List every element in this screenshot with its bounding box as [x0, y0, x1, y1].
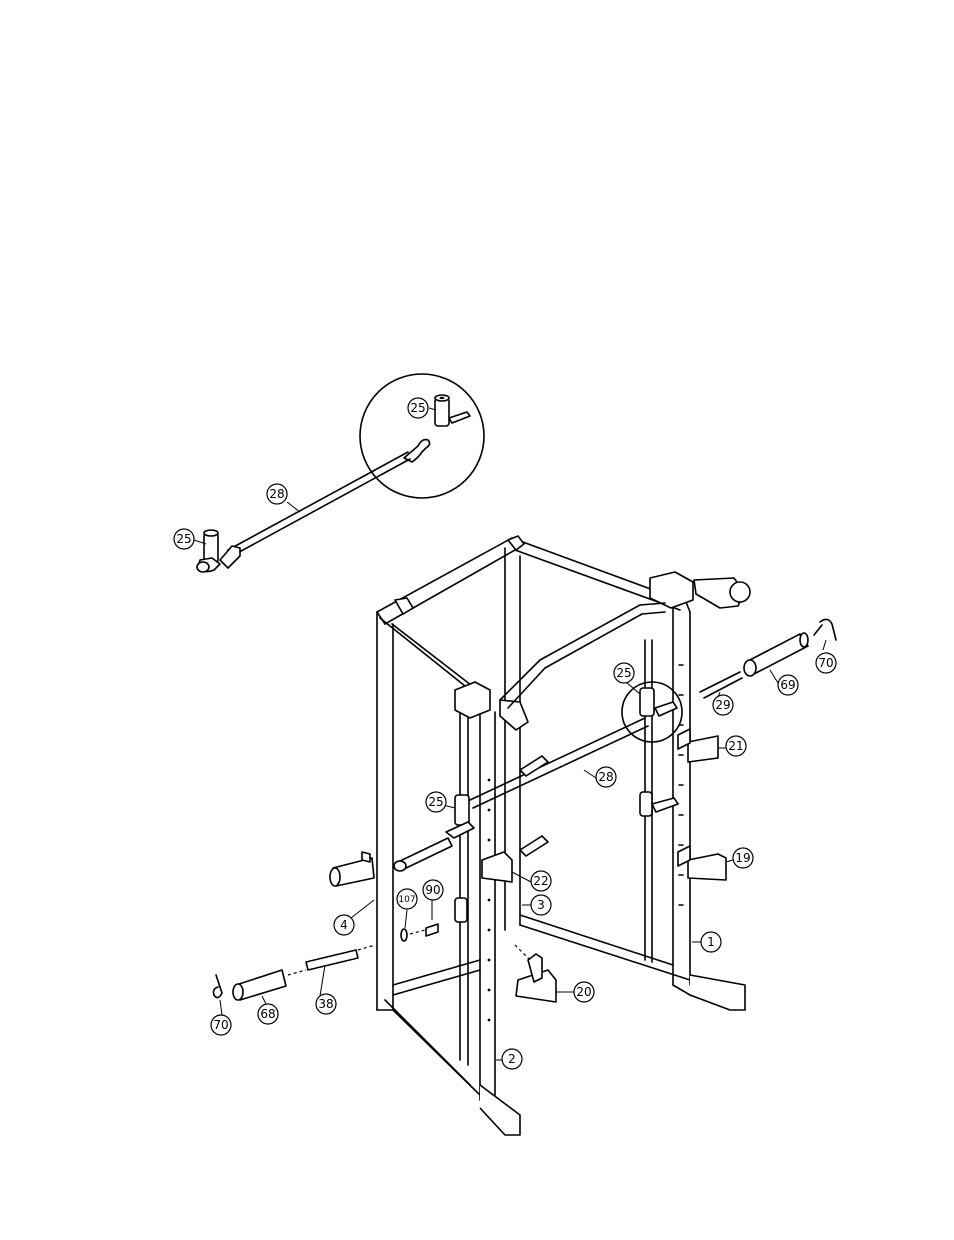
corner-plate-left [455, 682, 490, 718]
svg-text:22: 22 [533, 874, 548, 888]
corner-plate-right [650, 572, 693, 608]
callout-25-left: 25 [174, 529, 194, 549]
svg-text:2: 2 [508, 1052, 516, 1066]
j-hook-21 [688, 736, 718, 762]
leader-lines [194, 408, 826, 1060]
svg-text:19: 19 [735, 851, 750, 865]
svg-text:70: 70 [213, 1018, 228, 1032]
callout-28-top: 28 [267, 484, 287, 504]
svg-text:4: 4 [340, 918, 348, 932]
detail-hook [404, 440, 430, 462]
callout-4: 4 [334, 915, 354, 935]
callout-107: 107 [397, 889, 417, 909]
callout-19: 19 [733, 848, 753, 868]
callout-70-left: 70 [211, 1015, 231, 1035]
svg-text:28: 28 [598, 770, 613, 784]
detail-circle [360, 374, 484, 498]
clip-70-right [820, 619, 836, 640]
safety-22 [482, 852, 512, 882]
callout-28-mid: 28 [596, 767, 616, 787]
callout-3: 3 [531, 895, 551, 915]
detail-sleeve [435, 398, 449, 426]
svg-text:70: 70 [818, 656, 833, 670]
svg-text:107: 107 [398, 895, 415, 905]
svg-text:28: 28 [269, 487, 284, 501]
svg-text:38: 38 [318, 997, 333, 1011]
svg-text:25: 25 [428, 795, 443, 809]
callout-69: 69 [778, 675, 798, 695]
callout-25-right: 25 [614, 663, 634, 683]
sleeve-68 [236, 970, 286, 1000]
callout-20: 20 [574, 982, 594, 1002]
svg-text:1: 1 [707, 935, 715, 949]
pin-38 [306, 950, 358, 970]
svg-text:25: 25 [176, 532, 191, 546]
svg-text:69: 69 [780, 678, 795, 692]
detail-inset [360, 374, 484, 498]
callout-2: 2 [502, 1049, 522, 1069]
loose-bar [197, 452, 410, 572]
svg-text:20: 20 [576, 985, 591, 999]
rack-frame [377, 536, 750, 1135]
callout-38: 38 [316, 994, 336, 1014]
svg-text:3: 3 [537, 898, 545, 912]
callout-90: 90 [423, 880, 443, 900]
callout-25-mid: 25 [426, 792, 446, 812]
storage-horns [520, 756, 548, 856]
callout-25-detail: 25 [408, 398, 428, 418]
callout-22: 22 [531, 871, 551, 891]
callout-68: 68 [258, 1004, 278, 1024]
svg-text:25: 25 [410, 401, 425, 415]
callout-21: 21 [726, 736, 746, 756]
loose-parts [214, 619, 837, 1000]
clip-70-left [214, 975, 223, 998]
svg-text:21: 21 [728, 739, 743, 753]
upright-2-holes [488, 779, 491, 1022]
bolt-90 [426, 924, 438, 936]
svg-text:25: 25 [616, 666, 631, 680]
callout-70-right: 70 [816, 653, 836, 673]
pullup-bar [500, 603, 665, 700]
washer-107 [401, 929, 407, 941]
svg-text:90: 90 [425, 883, 440, 897]
safety-19 [688, 854, 726, 880]
svg-text:29: 29 [715, 698, 730, 712]
callout-29: 29 [713, 695, 733, 715]
svg-text:68: 68 [260, 1007, 275, 1021]
callout-1: 1 [701, 932, 721, 952]
